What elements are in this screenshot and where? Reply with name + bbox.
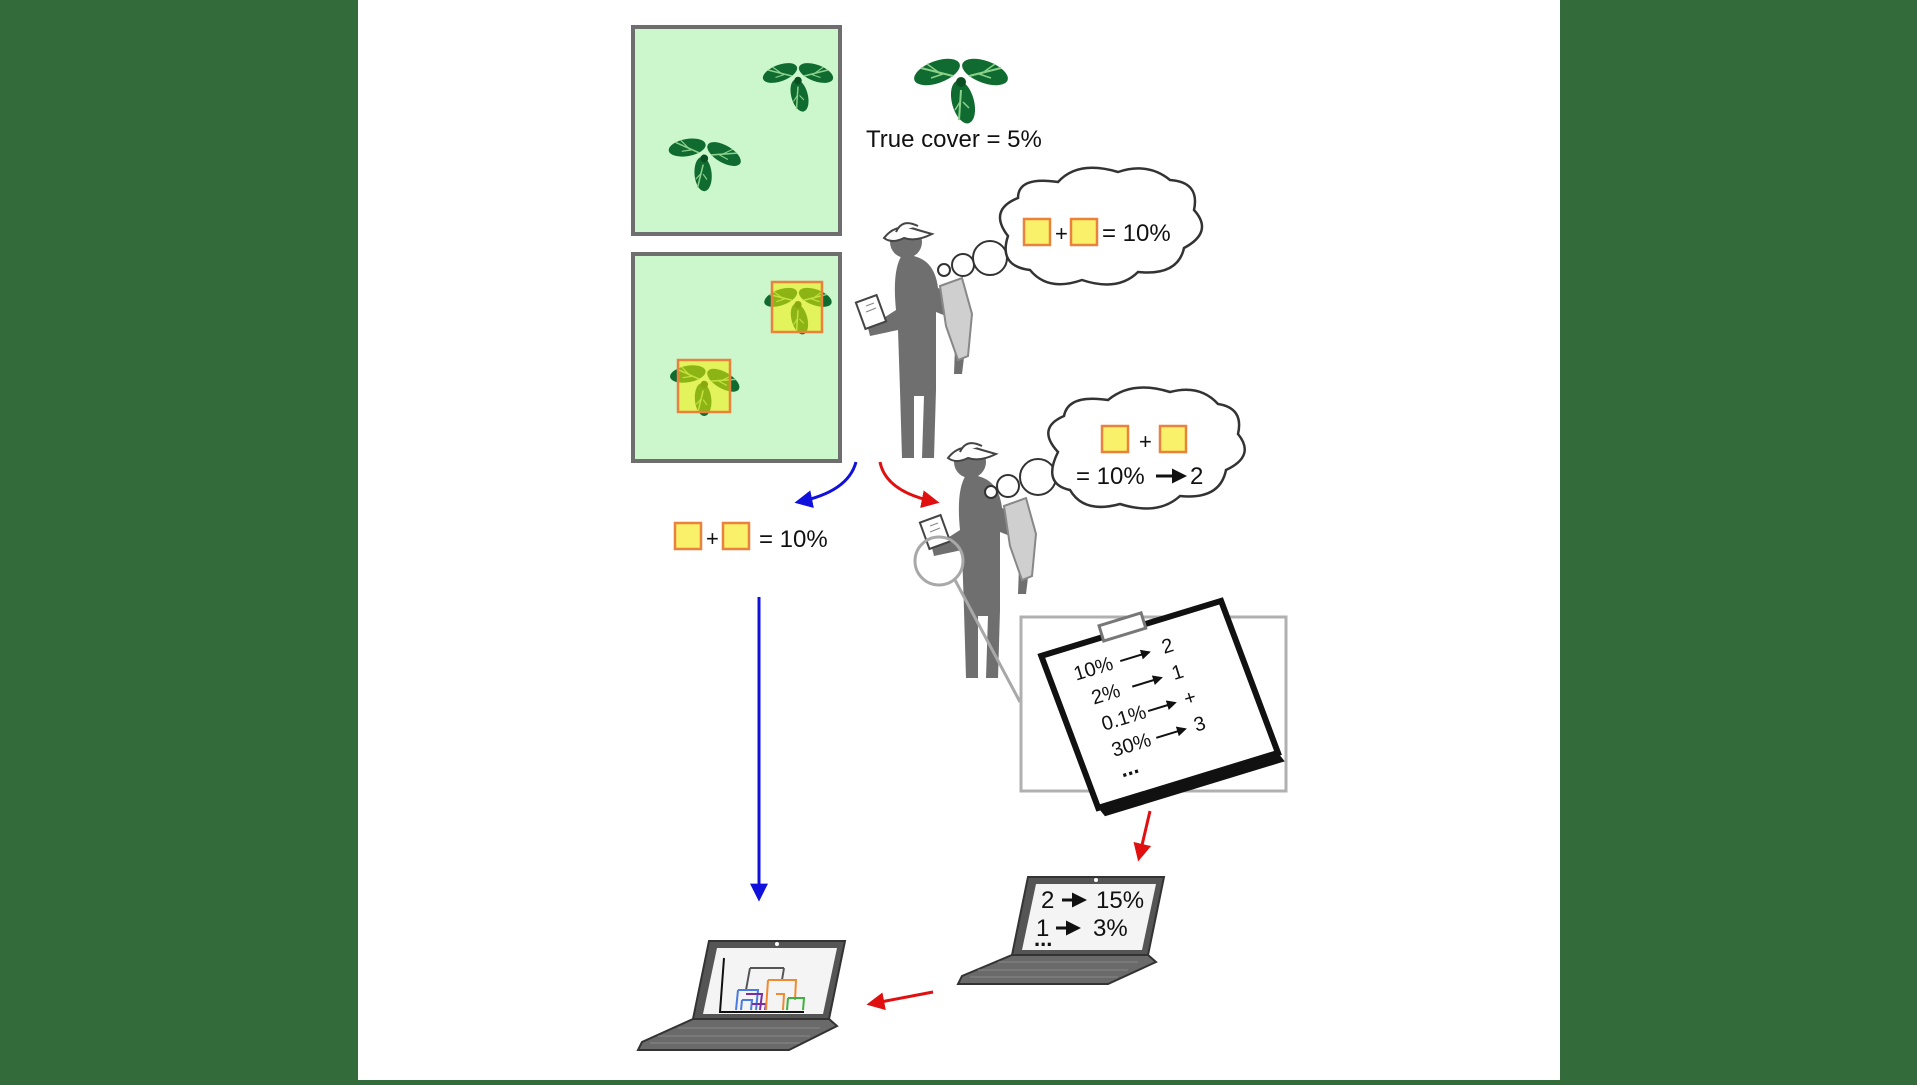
score-path-arrow — [866, 990, 934, 1011]
cover-square-icon — [721, 521, 751, 551]
score-path-arrow — [1133, 810, 1152, 862]
cover-square-icon — [1069, 217, 1099, 247]
arrow-icon — [1155, 726, 1187, 739]
plus-sign: + — [1055, 221, 1068, 246]
cover-square-icon — [1022, 217, 1052, 247]
arrow-icon — [1131, 675, 1163, 688]
plot-estimated-cover — [631, 252, 842, 463]
clipboard-inset: 10% 2 2% 1 0.1% + 30% 3 ... — [1019, 597, 1288, 817]
cover-square-icon — [1158, 424, 1188, 454]
equals-text: = 10% — [1076, 463, 1145, 490]
equals-text: = 10% — [1102, 220, 1171, 247]
cover-square-icon — [673, 521, 703, 551]
thought-equation-2: + = 10% 2 — [1076, 424, 1203, 490]
score-value: 2 — [1190, 463, 1203, 490]
conversion-score: 1 — [1036, 915, 1049, 942]
plus-sign: + — [1139, 429, 1152, 454]
conversion-cover: 15% — [1096, 887, 1144, 914]
laptop-icon — [636, 940, 847, 1051]
plant-icon — [909, 52, 1013, 128]
true-cover-label: True cover = 5% — [866, 126, 1042, 153]
workflow-diagram: True cover = 5% + = 10% + = 10% — [631, 25, 1288, 1051]
magnifier-icon — [913, 535, 965, 587]
plus-sign: + — [706, 526, 719, 551]
highlight-square — [676, 358, 732, 414]
arrow-icon — [1147, 700, 1177, 713]
plot-true-cover — [631, 25, 842, 236]
dendrogram-icon — [718, 957, 806, 1013]
conversion-more: ... — [1034, 926, 1052, 951]
equals-text: = 10% — [759, 526, 828, 553]
cover-square-icon — [1100, 424, 1130, 454]
laptop-icon: 2 15% 1 3% ... — [956, 876, 1166, 985]
clipboard-icon: 10% 2 2% 1 0.1% + 30% 3 ... — [1037, 597, 1285, 817]
observer-icon — [918, 442, 1037, 679]
magnifier-handle — [953, 579, 1022, 703]
diagram-canvas: True cover = 5% + = 10% + = 10% — [358, 0, 1560, 1080]
thought-cloud-icon — [937, 166, 1204, 286]
direct-path-arrow — [794, 461, 858, 508]
highlight-square — [770, 280, 824, 334]
conversion-cover: 3% — [1093, 915, 1128, 942]
arrow-icon — [1119, 649, 1151, 662]
conversion-score: 2 — [1041, 887, 1054, 914]
direct-estimate-equation: + = 10% — [673, 521, 828, 553]
thought-cloud-icon — [984, 386, 1246, 510]
score-path-arrow — [878, 461, 940, 508]
thought-equation-1: + = 10% — [1022, 217, 1171, 247]
